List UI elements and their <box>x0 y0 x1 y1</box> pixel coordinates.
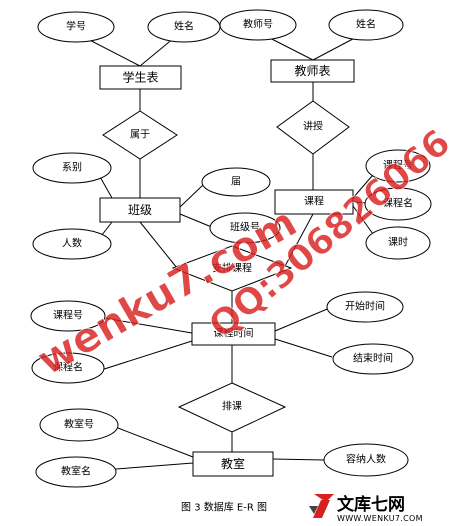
attribute-teacher-name-label: 姓名 <box>356 18 376 31</box>
attribute-course-hours-label: 课时 <box>388 237 408 249</box>
attribute-start-time: 开始时间 <box>326 291 404 323</box>
attribute-end-time-label: 结束时间 <box>353 352 393 365</box>
entity-schedule-label: 课程时间 <box>214 327 254 340</box>
attribute-student-id-label: 学号 <box>66 20 86 33</box>
relationship-belongs-label: 属于 <box>130 129 150 141</box>
entity-teacher-label: 教师表 <box>294 63 330 78</box>
attribute-headcount-label: 人数 <box>62 237 82 250</box>
attribute-room-no-label: 教室号 <box>64 418 94 431</box>
attribute-teacher-id-label: 教师号 <box>243 18 273 31</box>
attribute-department: 系别 <box>32 152 112 184</box>
relationship-arrange-course: 安排课程 <box>171 245 293 292</box>
wenku7-logo: 文库七网 WWW.WENKU7.COM <box>309 494 423 523</box>
attribute-teacher-name: 姓名 <box>328 9 404 41</box>
relationship-arrange-room-label: 排课 <box>222 400 242 413</box>
entity-classroom-label: 教室 <box>221 456 245 471</box>
entity-course-label: 课程 <box>304 196 324 208</box>
attribute-room-no: 教室号 <box>39 408 119 442</box>
attribute-course-name: 课程名 <box>364 187 432 221</box>
attribute-course-name-label: 课程名 <box>383 197 413 210</box>
attribute-student-name: 姓名 <box>147 11 221 43</box>
relationship-arrange-course-label: 安排课程 <box>212 262 252 275</box>
attribute-room-name: 教室名 <box>35 456 117 488</box>
attribute-capacity: 容纳人数 <box>323 443 409 477</box>
entity-student-label: 学生表 <box>122 70 158 85</box>
entity-schedule: 课程时间 <box>191 322 276 346</box>
entity-teacher: 教师表 <box>270 59 355 83</box>
relationship-belongs: 属于 <box>102 110 178 160</box>
attribute-class-no-label: 班级号 <box>230 222 260 234</box>
relationship-teaches: 讲授 <box>276 100 350 155</box>
logo-url: WWW.WENKU7.COM <box>337 514 423 523</box>
attribute-headcount: 人数 <box>32 228 112 260</box>
attribute-class-cohort-label: 届 <box>231 176 241 188</box>
attribute-course-no: 课程号 <box>365 149 431 183</box>
attribute-capacity-label: 容纳人数 <box>346 453 386 466</box>
attribute-room-name-label: 教室名 <box>61 465 91 478</box>
entity-student: 学生表 <box>99 65 182 90</box>
relationship-teaches-label: 讲授 <box>303 120 323 133</box>
relationship-arrange-room: 排课 <box>177 382 287 433</box>
logo-mark-icon <box>309 494 334 518</box>
attribute-schedule-course-name: 课程名 <box>31 352 105 384</box>
logo-text: 文库七网 <box>337 494 405 515</box>
attribute-class-cohort: 届 <box>201 167 271 197</box>
entity-class-label: 班级 <box>128 203 152 217</box>
attribute-course-hours: 课时 <box>365 226 431 260</box>
attribute-teacher-id: 教师号 <box>219 9 297 41</box>
attribute-schedule-course-no-label: 课程号 <box>53 310 83 322</box>
attribute-schedule-course-no: 课程号 <box>30 300 106 332</box>
attribute-student-name-label: 姓名 <box>174 20 194 33</box>
attribute-start-time-label: 开始时间 <box>345 300 385 313</box>
attribute-student-id: 学号 <box>37 11 115 43</box>
attribute-class-no: 班级号 <box>209 212 281 244</box>
attribute-course-no-label: 课程号 <box>383 160 413 172</box>
attribute-schedule-course-name-label: 课程名 <box>53 361 83 374</box>
attribute-end-time: 结束时间 <box>332 343 414 375</box>
entity-course: 课程 <box>274 189 354 215</box>
attribute-department-label: 系别 <box>62 162 82 174</box>
entity-class: 班级 <box>99 197 181 223</box>
entity-classroom: 教室 <box>192 451 274 477</box>
figure-caption: 图 3 数据库 E-R 图 <box>181 501 267 514</box>
